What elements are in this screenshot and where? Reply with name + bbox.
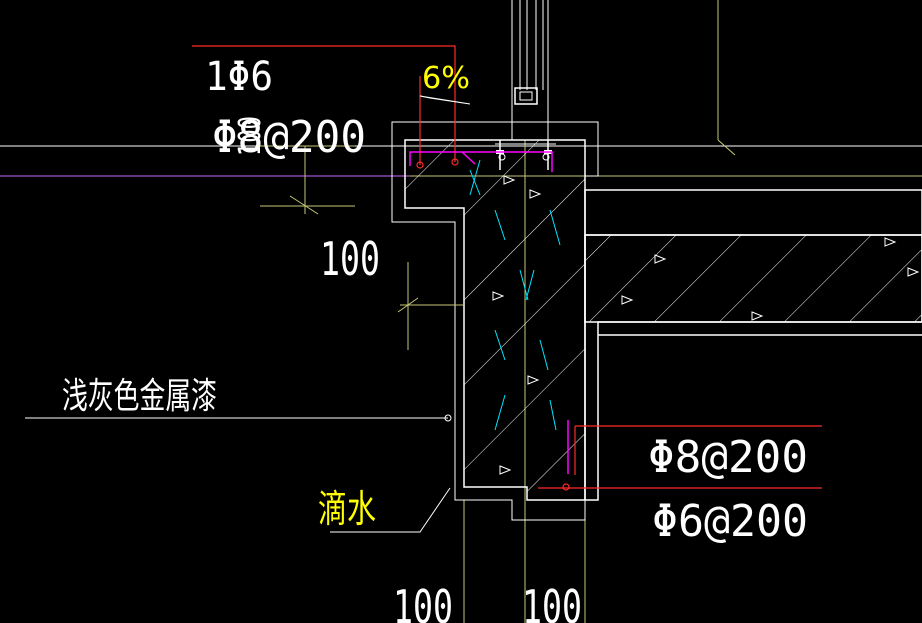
note-leaders bbox=[25, 414, 452, 533]
label-dim-bottom-2: 100 bbox=[522, 580, 582, 623]
rebar-leaders bbox=[192, 45, 822, 491]
beam-finish-outline bbox=[391, 121, 599, 521]
stirrup bbox=[409, 151, 569, 474]
label-rebar-top-dist: Φ8@200 bbox=[212, 112, 366, 163]
label-dim-left: 100 bbox=[320, 232, 380, 286]
slope-arrow bbox=[419, 95, 471, 105]
concrete-aggregate-marks bbox=[469, 159, 561, 431]
concrete-triangle-marks bbox=[492, 175, 920, 475]
label-rebar-right-1: Φ8@200 bbox=[648, 432, 808, 483]
label-paint-note: 浅灰色金属漆 bbox=[62, 376, 217, 417]
beam-section bbox=[404, 139, 586, 501]
label-rebar-right-2: Φ6@200 bbox=[652, 496, 808, 547]
top-bar-hook bbox=[495, 143, 556, 161]
label-slope: 6% bbox=[422, 61, 470, 96]
dimension-marks-left bbox=[260, 145, 463, 350]
slab-hatch-band bbox=[584, 234, 922, 323]
label-rebar-top-single: 1Φ6 bbox=[205, 54, 273, 100]
label-dim-side: 100 bbox=[233, 116, 268, 156]
label-drip-note: 滴水 bbox=[318, 487, 376, 531]
label-dim-bottom-1: 100 bbox=[393, 580, 453, 623]
labels: 1Φ6 Φ8@200 6% 100 100 浅灰色金属漆 滴水 Φ8@200 Φ… bbox=[62, 54, 808, 623]
